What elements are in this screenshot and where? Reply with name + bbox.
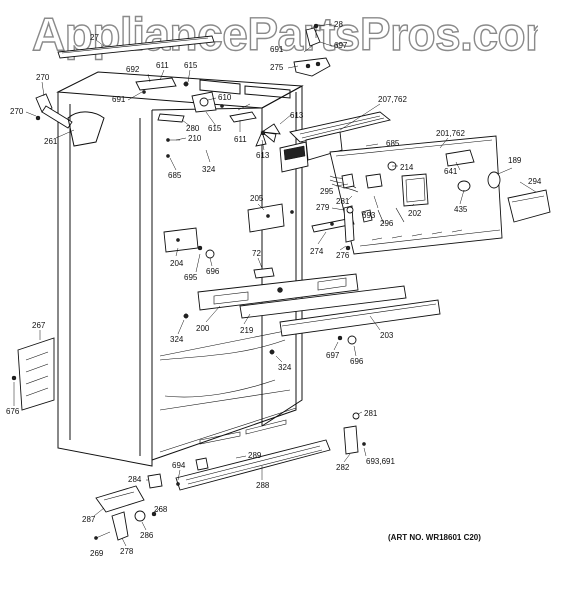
callout-279: 279 (316, 203, 330, 212)
callout-281: 281 (336, 197, 350, 206)
callout-685: 685 (168, 171, 182, 180)
callout-202: 202 (408, 209, 422, 218)
callout-270: 270 (10, 107, 24, 116)
fan-613 (255, 123, 281, 147)
callout-201-762: 201,762 (436, 129, 465, 138)
callout-695: 695 (184, 273, 198, 282)
callout-694: 694 (172, 461, 186, 470)
callout-615: 615 (208, 124, 222, 133)
callout-691: 691 (112, 95, 126, 104)
callout-281: 281 (364, 409, 378, 418)
bracket-205 (247, 203, 294, 233)
callout-203: 203 (380, 331, 394, 340)
mullion-203 (279, 299, 441, 337)
callout-676: 676 (6, 407, 20, 416)
callout-693: 693 (362, 211, 376, 220)
callout-435: 435 (454, 205, 468, 214)
callout-205: 205 (250, 194, 264, 203)
thermostat-bracket-274 (311, 205, 373, 251)
callout-267: 267 (32, 321, 46, 330)
callout-261: 261 (44, 137, 58, 146)
callout-282: 282 (336, 463, 350, 472)
callout-693-691: 693,691 (366, 457, 395, 466)
bottom-hinge-parts (94, 473, 180, 541)
screws-middle (183, 313, 357, 355)
callout-204: 204 (170, 259, 184, 268)
callout-219: 219 (240, 326, 254, 335)
bracket-204 (163, 227, 215, 259)
callout-214: 214 (400, 163, 414, 172)
control-panel-201 (329, 135, 503, 255)
callout-276: 276 (336, 251, 350, 260)
callout-613: 613 (290, 111, 304, 120)
callout-270: 270 (36, 73, 50, 82)
hinge-275 (293, 23, 331, 77)
mullion-219 (239, 285, 407, 319)
callout-268: 268 (154, 505, 168, 514)
top-brackets (135, 77, 257, 158)
callout-691: 691 (270, 45, 284, 54)
callout-295: 295 (320, 187, 334, 196)
grille-288 (175, 439, 331, 491)
mullion-200 (197, 273, 359, 311)
callout-27: 27 (90, 33, 99, 42)
cabinet (56, 71, 304, 467)
callout-labels: 28 27 691 697 692 611 615 275 270 270 69… (6, 20, 542, 558)
side-panel-267 (11, 337, 55, 411)
callout-697: 697 (326, 351, 340, 360)
callout-697: 697 (334, 41, 348, 50)
lamp-cover-294 (507, 189, 551, 223)
callout-692: 692 (126, 65, 140, 74)
leader-lines (13, 23, 537, 547)
callout-284: 284 (128, 475, 142, 484)
callout-324: 324 (170, 335, 184, 344)
callout-200: 200 (196, 324, 210, 333)
callout-72: 72 (252, 249, 261, 258)
block-72 (253, 267, 275, 279)
callout-286: 286 (140, 531, 154, 540)
callout-696: 696 (350, 357, 364, 366)
callout-289: 289 (248, 451, 262, 460)
callout-207-762: 207,762 (378, 95, 407, 104)
art-number: (ART NO. WR18601 C20) (388, 533, 481, 542)
top-trim-27 (57, 35, 215, 59)
callout-610: 610 (218, 93, 232, 102)
callout-288: 288 (256, 481, 270, 490)
callout-615: 615 (184, 61, 198, 70)
callout-275: 275 (270, 63, 284, 72)
callout-28: 28 (334, 20, 343, 29)
callout-296: 296 (380, 219, 394, 228)
hinge-270 (35, 93, 73, 129)
callout-278: 278 (120, 547, 134, 556)
callout-641: 641 (444, 167, 458, 176)
callout-324: 324 (202, 165, 216, 174)
door-cutaway-261 (67, 111, 105, 147)
callout-613: 613 (256, 151, 270, 160)
callout-294: 294 (528, 177, 542, 186)
callout-324: 324 (278, 363, 292, 372)
callout-287: 287 (82, 515, 96, 524)
callout-611: 611 (156, 61, 169, 70)
callout-269: 269 (90, 549, 104, 558)
callout-611: 611 (234, 135, 247, 144)
callout-685: 685 (386, 139, 400, 148)
callout-696: 696 (206, 267, 220, 276)
callout-210: 210 (188, 134, 202, 143)
bracket-282 (343, 412, 366, 455)
control-housing-207 (279, 111, 391, 173)
callout-189: 189 (508, 156, 522, 165)
callout-280: 280 (186, 124, 200, 133)
callout-274: 274 (310, 247, 324, 256)
